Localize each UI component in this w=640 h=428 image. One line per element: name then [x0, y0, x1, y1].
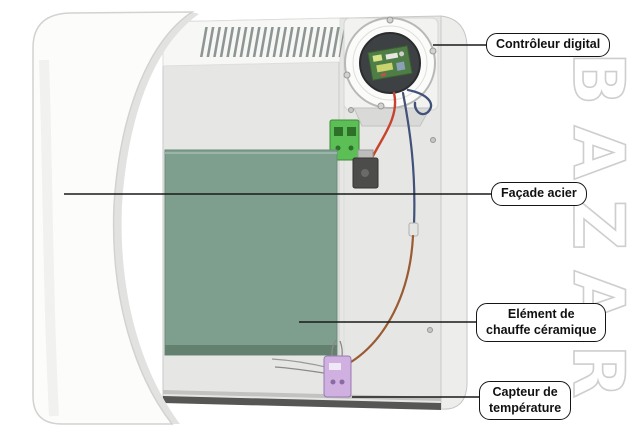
- temperature-sensor: [323, 355, 352, 398]
- top-surface: [162, 17, 341, 67]
- screw-icon: [377, 102, 385, 110]
- label-text: température: [489, 400, 562, 415]
- label-text: Contrôleur digital: [496, 37, 601, 51]
- heating-panel: [164, 149, 338, 356]
- screw-icon: [386, 16, 394, 24]
- sensor-wire: [339, 340, 343, 358]
- screw-icon: [429, 47, 437, 55]
- bottom-rail-light: [163, 390, 441, 401]
- front-cover-edge: [113, 12, 199, 424]
- wire-blue-loop: [406, 88, 433, 116]
- wire-red: [369, 91, 397, 162]
- label-capteur-temperature: Capteur de température: [479, 381, 572, 421]
- label-facade-acier: Façade acier: [491, 182, 587, 206]
- watermark-text: BAZAR: [557, 52, 639, 418]
- heating-panel-shadow: [165, 345, 337, 355]
- label-text: chauffe céramique: [486, 322, 597, 337]
- wire-connector: [408, 222, 419, 237]
- controller-pcb: [367, 45, 413, 81]
- wire-blue-long: [401, 91, 416, 227]
- bottom-rail-dark: [163, 396, 441, 410]
- label-text: Façade acier: [501, 186, 577, 200]
- sensor-wire: [331, 339, 337, 358]
- wire-brown: [349, 234, 415, 364]
- controller-ring: [352, 25, 428, 101]
- label-element-chauffe-ceramique: Elément de chauffe céramique: [476, 303, 607, 343]
- screw-icon: [343, 71, 351, 79]
- front-cover: [32, 11, 195, 425]
- label-text: Elément de: [507, 307, 575, 321]
- front-cover-shading: [39, 59, 59, 417]
- side-panel: [440, 15, 468, 410]
- screw-icon: [348, 107, 354, 113]
- label-text: Capteur de: [492, 385, 558, 399]
- label-controleur-digital: Contrôleur digital: [486, 33, 611, 57]
- thermostat-switch: [352, 149, 379, 189]
- screw-icon: [430, 137, 436, 143]
- screw-icon: [427, 327, 433, 333]
